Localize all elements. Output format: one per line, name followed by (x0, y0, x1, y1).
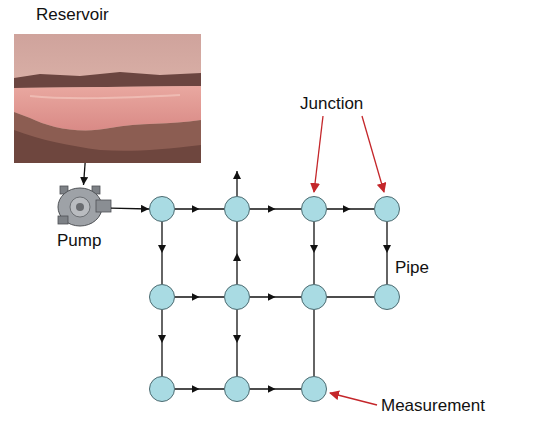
junction-circle (301, 284, 327, 310)
pipe-connector (84, 163, 86, 185)
pipe-connector (161, 310, 162, 376)
outflow-arrow (236, 171, 237, 196)
junction-circle (301, 376, 327, 402)
junction-circle (374, 284, 400, 310)
junction-circle (224, 376, 250, 402)
pipe-connector (236, 222, 237, 284)
pipe-connector (327, 296, 374, 297)
pipe-connector (111, 207, 149, 209)
pipe-connector (313, 310, 314, 376)
leader-line (330, 393, 377, 405)
junction-circle (374, 196, 400, 222)
pump-illustration (58, 186, 111, 226)
callout-label: Junction (300, 94, 363, 114)
pipe-connector (236, 310, 237, 376)
pipe-connector (161, 222, 162, 284)
pipe-connector (175, 208, 224, 209)
pipe-connector (327, 208, 374, 209)
pipe-connector (386, 222, 387, 284)
pump-node: Pump (56, 185, 111, 227)
junction-circle (224, 196, 250, 222)
junction-circle (149, 376, 175, 402)
pipe-connector (175, 296, 224, 297)
pipe-connector (250, 296, 301, 297)
callout-label: Pipe (395, 258, 429, 278)
callout-label: Measurement (381, 396, 485, 416)
leader-line (314, 116, 323, 192)
pipe-connector (175, 388, 224, 389)
node-label: Pump (57, 231, 101, 251)
pipe-connector (250, 388, 301, 389)
junction-circle (149, 284, 175, 310)
pipe-connector (250, 208, 301, 209)
pipe-connector (313, 222, 314, 284)
junction-circle (224, 284, 250, 310)
junction-circle (301, 196, 327, 222)
node-label: Reservoir (36, 5, 109, 25)
reservoir-photo (14, 34, 201, 163)
leader-line (362, 116, 384, 192)
reservoir-node: Reservoir (14, 34, 201, 163)
junction-circle (149, 196, 175, 222)
